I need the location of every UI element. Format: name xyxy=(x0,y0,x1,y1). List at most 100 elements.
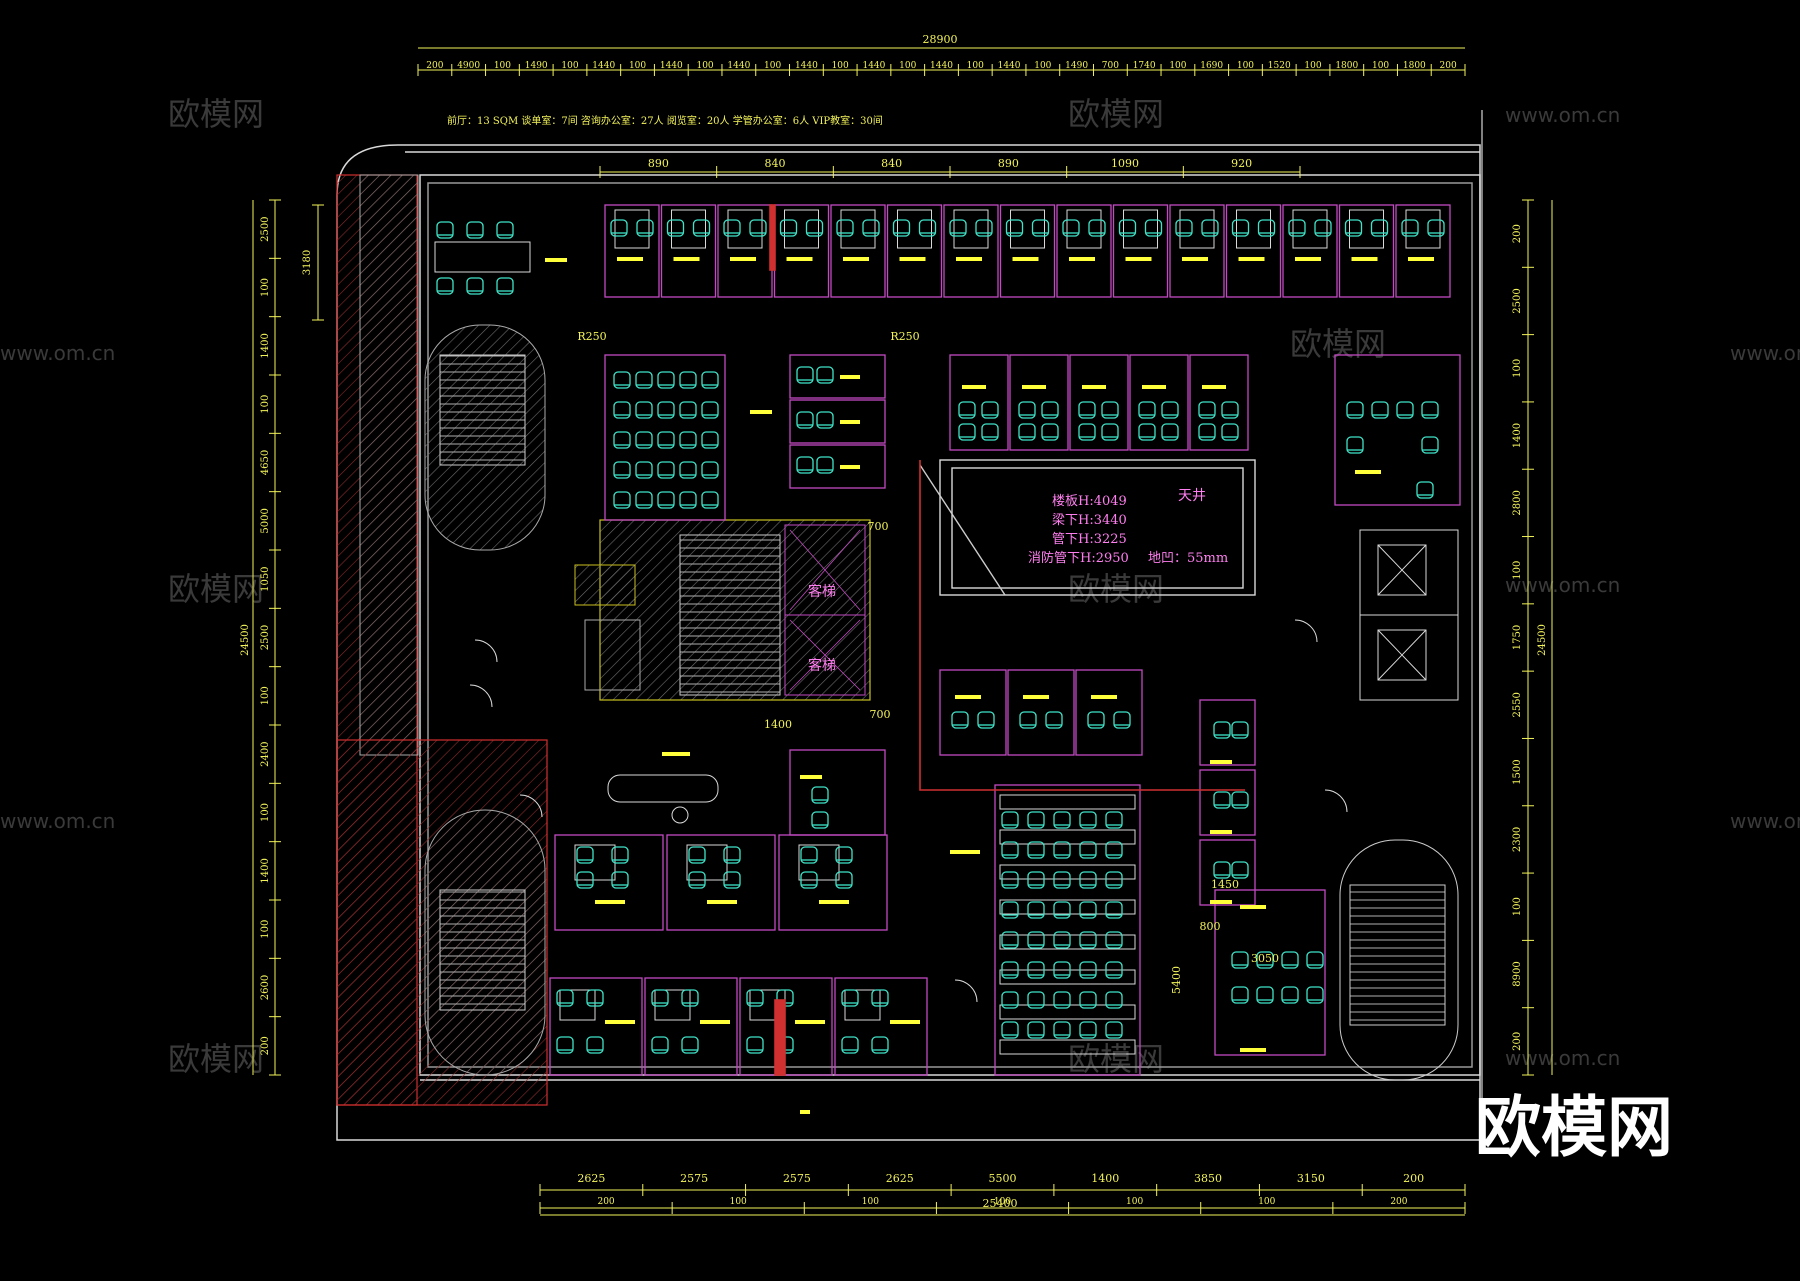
room-outline xyxy=(1225,204,1282,298)
chair-symbol xyxy=(1105,901,1123,919)
room-label-markers xyxy=(545,257,1434,1114)
left-segment-label: 100 xyxy=(260,686,271,705)
pit-note: 地凹：55mm xyxy=(1148,551,1228,566)
chair-symbol xyxy=(666,219,685,237)
chair-symbol xyxy=(657,431,675,449)
chair-symbol xyxy=(436,277,454,295)
desk-symbol xyxy=(559,989,596,1021)
chair-symbol xyxy=(1288,219,1306,237)
chair-symbol xyxy=(746,1036,764,1054)
chair-symbol xyxy=(613,401,631,419)
left-segment-label: 100 xyxy=(260,803,271,822)
chair-symbol xyxy=(1062,219,1080,237)
chair-symbol xyxy=(1118,219,1137,237)
chair-symbol xyxy=(688,846,706,864)
brand-logo: 欧模网 xyxy=(1475,1089,1673,1166)
right-segment-label: 1500 xyxy=(1512,759,1523,784)
room-tag xyxy=(1082,385,1106,389)
room-tag xyxy=(786,257,813,261)
right-elevators xyxy=(1359,529,1459,701)
right-segment-label: 2300 xyxy=(1512,827,1523,852)
chair-symbol xyxy=(723,871,741,889)
bottom-upper-label: 2575 xyxy=(783,1172,811,1185)
room-outline xyxy=(1169,204,1225,298)
desk-symbol xyxy=(840,209,876,249)
chair-symbol xyxy=(466,221,484,239)
chair-symbol xyxy=(1053,871,1071,889)
chair-symbol xyxy=(951,711,969,729)
bottom-lower-label: 200 xyxy=(1390,1197,1407,1207)
bottom-total-label: 25400 xyxy=(983,1197,1018,1210)
room-tag xyxy=(605,1020,635,1024)
watermark-url-text: www.om.cn xyxy=(1505,103,1620,127)
room-tag xyxy=(662,752,690,756)
desk-symbol xyxy=(999,829,1136,845)
chair-symbol xyxy=(949,219,967,237)
chair-symbol xyxy=(841,989,859,1007)
chair-symbol xyxy=(1101,401,1119,419)
watermark-logo-text: 欧模网 xyxy=(1068,1040,1164,1078)
chair-symbol xyxy=(1256,986,1274,1004)
chair-symbol xyxy=(892,219,911,237)
chair-symbol xyxy=(1027,1021,1045,1039)
chair-symbol xyxy=(1078,423,1096,441)
room-tag xyxy=(707,900,737,904)
desk-symbol xyxy=(1236,209,1271,249)
door-swing xyxy=(954,979,978,1003)
top-segment-label: 1440 xyxy=(862,61,885,71)
right-segment-label: 2500 xyxy=(1512,288,1523,313)
chair-symbol xyxy=(835,871,853,889)
bottom-lower-label: 200 xyxy=(597,1197,614,1207)
chair-symbol xyxy=(1079,991,1097,1009)
watermark-url-text: www.om.cn xyxy=(1505,1046,1620,1070)
room-tag xyxy=(1022,385,1046,389)
chair-symbol xyxy=(811,811,829,829)
chair-symbol xyxy=(796,411,814,429)
lightwell-note-2: 梁下H:3440 xyxy=(1052,513,1127,528)
room-outline xyxy=(1282,204,1338,298)
chair-symbol xyxy=(613,431,631,449)
chair-symbol xyxy=(1105,871,1123,889)
chair-symbol xyxy=(1101,423,1119,441)
chair-symbol xyxy=(701,461,719,479)
bottom-lower-label: 100 xyxy=(730,1197,747,1207)
chair-symbol xyxy=(613,491,631,509)
right-segment-label: 200 xyxy=(1512,1032,1523,1051)
top-inner-label: 920 xyxy=(1231,157,1252,170)
chair-symbol xyxy=(1213,861,1231,879)
room-outline xyxy=(789,399,886,444)
right-segment-label: 100 xyxy=(1512,359,1523,378)
chair-symbol xyxy=(958,401,976,419)
chair-symbol xyxy=(1256,951,1274,969)
chair-symbol xyxy=(635,431,653,449)
bottom-upper-label: 200 xyxy=(1403,1172,1424,1185)
chair-symbol xyxy=(981,401,999,419)
room-tag xyxy=(1355,470,1381,474)
interior-dimension-label: R250 xyxy=(890,330,919,343)
interior-dimension-label: 1450 xyxy=(1211,878,1239,891)
chair-symbol xyxy=(975,219,993,237)
chair-symbol xyxy=(679,491,697,509)
interior-dimension-label: R250 xyxy=(577,330,606,343)
desk-symbol xyxy=(654,989,691,1021)
room-outline xyxy=(1129,354,1189,451)
desk-symbol xyxy=(999,899,1136,915)
chair-symbol xyxy=(679,431,697,449)
door-swing xyxy=(519,794,543,818)
chair-symbol xyxy=(1281,951,1299,969)
door-swing xyxy=(469,684,493,708)
room-tag xyxy=(673,257,700,261)
chair-symbol xyxy=(1079,1021,1097,1039)
chair-symbol xyxy=(692,219,711,237)
chair-symbol xyxy=(836,219,854,237)
chair-symbol xyxy=(1105,931,1123,949)
left-segment-label: 100 xyxy=(260,278,271,297)
room-outline xyxy=(1214,889,1326,1056)
desk-symbol xyxy=(1179,209,1215,249)
room-tag xyxy=(1210,900,1232,904)
chair-symbol xyxy=(1027,811,1045,829)
elevator-label-1: 客梯 xyxy=(808,583,836,600)
desk-symbol xyxy=(727,209,763,249)
desk-symbol xyxy=(1010,209,1045,249)
